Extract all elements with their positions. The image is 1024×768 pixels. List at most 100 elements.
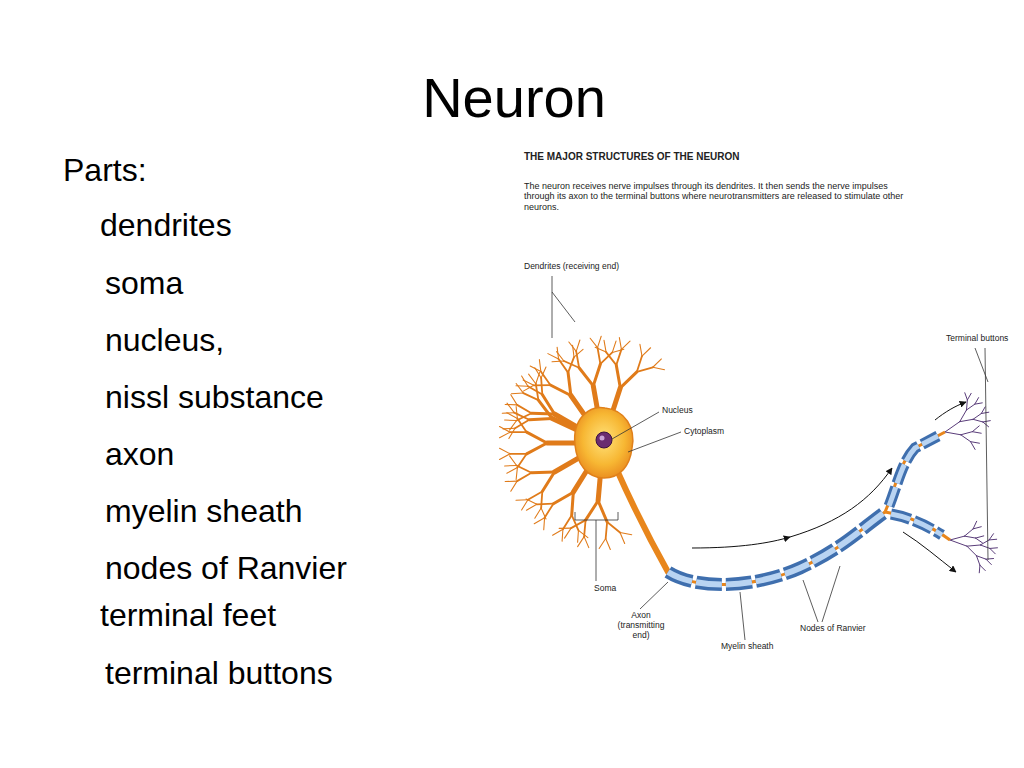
terminal-stroke [971,442,976,450]
dendrite-stroke [576,351,579,367]
dendrite-stroke [523,385,533,391]
terminal-stroke [981,412,988,413]
dendrite-stroke [563,515,572,529]
soma-body [575,408,633,478]
slide-title: Neuron [2,66,1024,130]
dendrite-stroke [604,340,606,352]
list-item: nodes of Ranvier [105,550,347,587]
dendrite-stroke [620,532,632,534]
dendrite-stroke [527,432,547,443]
list-heading: Parts: [63,152,147,189]
list-item: soma [105,265,183,302]
dendrite-stroke [572,492,574,515]
leader-lines [552,276,988,640]
terminal-stroke [973,527,981,529]
dendrite-stroke [522,500,528,510]
dendrite-stroke [500,448,511,454]
terminal-stroke [973,414,981,420]
dendrite-stroke [598,336,602,347]
dendrite-stroke [534,518,544,524]
dendrite-stroke [505,404,517,405]
dendrite-stroke [528,492,542,500]
dendrite-stroke [530,366,541,371]
terminal-stroke [976,538,983,543]
dendrite-stroke [568,373,571,396]
terminal-stroke [945,422,960,432]
dendrite-stroke [552,360,564,362]
dendrite-stroke [642,348,651,356]
axon-hillock [616,468,668,572]
terminal-stroke [960,419,973,421]
dendrite-stroke [517,405,531,413]
dendrite-stroke [542,472,554,492]
dendrite-stroke [571,520,586,528]
dendrite-stroke [590,338,597,347]
terminal-stroke [961,435,971,442]
dendrite-stroke [616,349,621,365]
dendrite-stroke [536,384,539,400]
dendrite-stroke [584,537,589,548]
dendrite-stroke [517,454,526,468]
dendrite-stroke [607,522,620,532]
dendrite-stroke [511,393,523,395]
terminal-stroke [986,559,991,564]
part-label: Nucleus [662,406,693,416]
dendrite-stroke [576,340,580,351]
dendrite-stroke [593,364,600,386]
dendrite-stroke [526,504,536,510]
dendrite-stroke [606,522,607,539]
dendrite-stroke [579,368,593,386]
dendrite-stroke [619,338,621,350]
dendrite-stroke [653,359,662,367]
list-item: nucleus, [105,322,224,359]
terminal-stroke [979,565,981,573]
dendrite-stroke [578,537,585,547]
dendrite-stroke [516,468,517,480]
dendrite-stroke [595,347,606,352]
dendrite-stroke [505,420,517,421]
terminal-stroke [960,410,967,422]
terminal-stroke [972,426,979,432]
dendrite-stroke [507,403,514,413]
dendrite-stroke [516,384,523,394]
terminal-stroke [961,432,973,435]
dendrite-stroke [511,395,517,405]
terminal-stroke [976,556,979,566]
dendrite-stroke [621,341,630,349]
dendrite-stroke [517,466,532,473]
list-item: terminal feet [100,597,276,634]
dendrite-stroke [550,385,571,395]
dendrite-stroke [543,518,545,530]
dendrite-stroke [531,471,554,475]
dendrite-stroke [505,481,517,482]
terminal-branches [945,393,997,573]
dendrite-stroke [541,492,542,509]
part-label: Axon (transmitting end) [608,611,674,640]
dendrite-stroke [529,418,552,419]
part-label: Terminal buttons [946,334,1008,344]
dendrite-stroke [516,407,517,419]
dendrite-stroke [505,465,517,466]
dendrite-stroke [527,443,547,454]
dendrite-stroke [529,374,536,384]
dendrite-stroke [559,528,571,529]
dendrite-stroke [523,380,534,385]
dendrite-stroke [565,528,572,538]
dendrite-stroke [511,481,517,491]
dendrite-stroke [640,344,642,356]
dendrite-stroke [541,371,551,385]
dendrite-stroke [562,529,564,541]
dendrite-stroke [539,360,540,372]
terminal-stroke [966,404,974,410]
dendrite-stroke [510,456,517,466]
dendrite-stroke [584,520,585,537]
dendrite-stroke [514,413,529,420]
part-label: Myelin sheath [721,642,773,652]
dendrite-stroke [536,372,540,383]
dendrite-stroke [526,499,537,504]
dendrite-stroke [564,361,579,368]
dendrite-stroke [616,365,620,388]
terminal-stroke [983,421,990,422]
terminal-stroke [980,565,985,570]
dendrite-stroke [510,453,527,455]
